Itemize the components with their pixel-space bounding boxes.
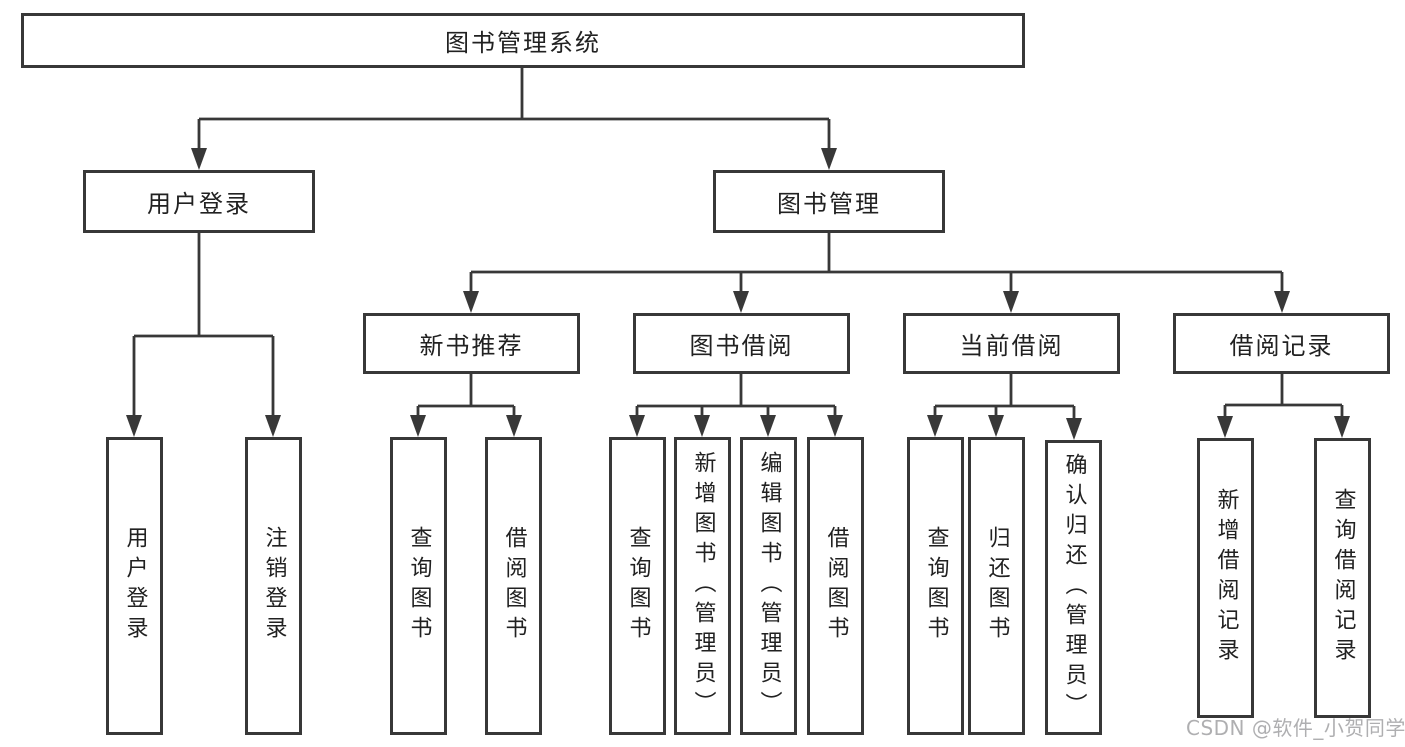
leaf-borrow-books-recommend: 借阅图书 xyxy=(485,437,542,735)
leaf-add-borrow-record-label: 新增借阅记录 xyxy=(1213,488,1239,668)
leaf-confirm-return-admin-label: 确认归还（管理员） xyxy=(1061,452,1087,723)
node-user-login-label: 用户登录 xyxy=(147,190,251,218)
node-new-book-recommendation-label: 新书推荐 xyxy=(419,332,524,360)
leaf-edit-books-admin-label: 编辑图书（管理员） xyxy=(756,451,782,721)
node-new-book-recommendation: 新书推荐 xyxy=(363,313,580,374)
leaf-user-login-label: 用户登录 xyxy=(122,526,148,646)
leaf-logout-label: 注销登录 xyxy=(261,526,287,646)
leaf-user-login: 用户登录 xyxy=(106,437,163,735)
node-book-management-label: 图书管理 xyxy=(777,190,881,218)
csdn-watermark: CSDN @软件_小贺同学 xyxy=(1186,716,1405,740)
node-borrowing-records: 借阅记录 xyxy=(1173,313,1390,374)
node-user-login: 用户登录 xyxy=(83,170,315,233)
leaf-return-books: 归还图书 xyxy=(968,437,1025,735)
node-book-management: 图书管理 xyxy=(713,170,945,233)
leaf-confirm-return-admin: 确认归还（管理员） xyxy=(1045,440,1102,735)
leaf-borrow-books-recommend-label: 借阅图书 xyxy=(501,526,527,646)
leaf-query-books-recommend: 查询图书 xyxy=(390,437,447,735)
leaf-return-books-label: 归还图书 xyxy=(984,526,1010,646)
leaf-add-books-admin: 新增图书（管理员） xyxy=(674,437,731,735)
leaf-logout: 注销登录 xyxy=(245,437,302,735)
node-root-label: 图书管理系统 xyxy=(445,29,601,57)
leaf-edit-books-admin: 编辑图书（管理员） xyxy=(740,437,797,735)
node-book-borrowing-label: 图书借阅 xyxy=(689,332,794,360)
leaf-query-books-recommend-label: 查询图书 xyxy=(406,526,432,646)
leaf-add-books-admin-label: 新增图书（管理员） xyxy=(690,451,716,721)
leaf-query-books-borrow: 查询图书 xyxy=(609,437,666,735)
leaf-query-borrow-record: 查询借阅记录 xyxy=(1314,438,1371,718)
leaf-query-books-borrow-label: 查询图书 xyxy=(625,526,651,646)
leaf-add-borrow-record: 新增借阅记录 xyxy=(1197,438,1254,718)
node-current-borrowing: 当前借阅 xyxy=(903,313,1120,374)
node-borrowing-records-label: 借阅记录 xyxy=(1229,332,1334,360)
node-current-borrowing-label: 当前借阅 xyxy=(959,332,1064,360)
node-book-borrowing: 图书借阅 xyxy=(633,313,850,374)
leaf-query-books-current: 查询图书 xyxy=(907,437,964,735)
node-root-system: 图书管理系统 xyxy=(21,13,1025,68)
leaf-query-borrow-record-label: 查询借阅记录 xyxy=(1330,488,1356,668)
leaf-borrow-books: 借阅图书 xyxy=(807,437,864,735)
leaf-query-books-current-label: 查询图书 xyxy=(923,526,949,646)
leaf-borrow-books-label: 借阅图书 xyxy=(823,526,849,646)
